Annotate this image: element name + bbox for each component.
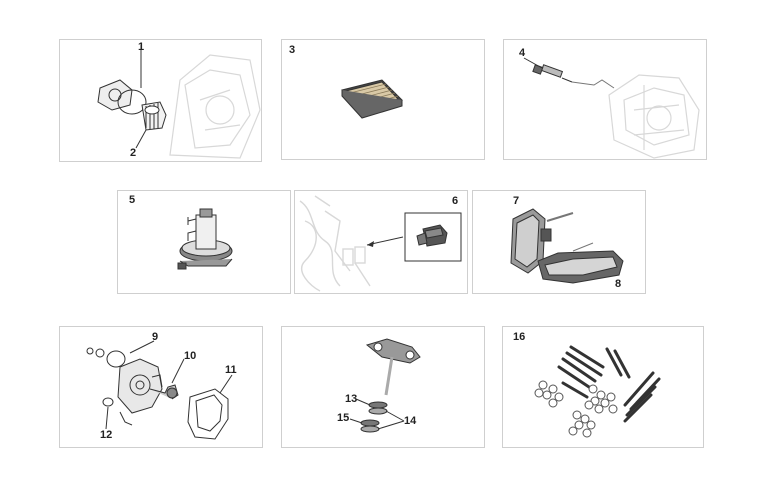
label-2: 2 — [130, 147, 137, 159]
steering-stem-drawing — [349, 338, 421, 433]
lights-drawing — [510, 208, 624, 284]
label-11: 11 — [225, 364, 237, 376]
panel-air-filter[interactable]: 3 — [281, 39, 485, 160]
label-13: 13 — [345, 393, 358, 405]
panel-fuel-pump[interactable]: 5 — [117, 190, 291, 294]
panel-relay[interactable]: 6 — [294, 190, 468, 294]
label-16: 16 — [513, 331, 526, 343]
label-10: 10 — [184, 350, 197, 362]
label-12: 12 — [100, 429, 113, 441]
panel-lights[interactable]: 7 8 — [472, 190, 646, 294]
label-14: 14 — [404, 415, 417, 427]
water-pump-drawing — [86, 340, 233, 440]
label-8: 8 — [615, 278, 622, 290]
bolts-drawing — [534, 345, 661, 438]
fuel-pump-drawing — [177, 208, 233, 270]
air-filter-drawing — [341, 79, 403, 119]
relay-drawing — [299, 195, 462, 292]
panel-bolts[interactable]: 16 — [502, 326, 704, 448]
label-5: 5 — [129, 194, 136, 206]
label-7: 7 — [513, 195, 520, 207]
label-4: 4 — [519, 47, 526, 59]
spark-plug-drawing — [523, 57, 700, 159]
label-1: 1 — [138, 41, 145, 53]
label-15: 15 — [337, 412, 350, 424]
label-3: 3 — [289, 44, 296, 56]
panel-steering-stem[interactable]: 13 14 15 — [281, 326, 485, 448]
panel-oil-filter[interactable]: 1 2 — [59, 39, 262, 162]
label-9: 9 — [152, 331, 159, 343]
panel-water-pump[interactable]: 9 10 11 12 — [59, 326, 263, 448]
oil-filter-drawing — [97, 45, 261, 159]
panel-spark-plug[interactable]: 4 — [503, 39, 707, 160]
label-6: 6 — [452, 195, 459, 207]
